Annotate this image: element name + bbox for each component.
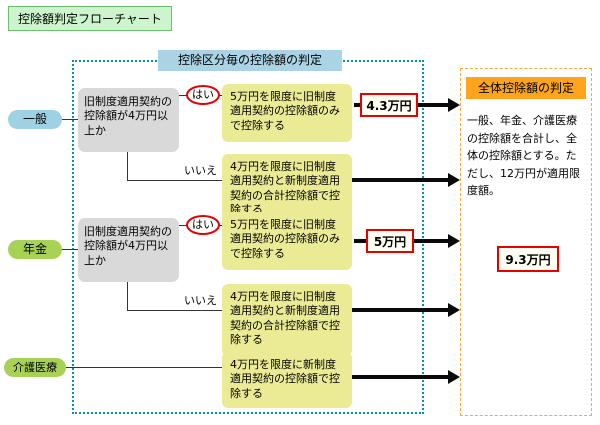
- flow-arrow-head: [448, 98, 460, 112]
- amount-badge: 5万円: [366, 229, 414, 253]
- connector-line: [127, 310, 222, 311]
- flow-section-header: 控除区分毎の控除額の判定: [158, 50, 342, 71]
- amount-badge: 4.3万円: [360, 93, 418, 117]
- connector-line: [127, 282, 128, 311]
- flow-arrow: [352, 178, 448, 182]
- flow-arrow-head: [448, 370, 460, 384]
- page-title: 控除額判定フローチャート: [8, 6, 172, 31]
- category-kaigo-iryo: 介護医療: [4, 358, 66, 377]
- category-ippan: 一般: [8, 110, 62, 129]
- decision-box: 旧制度適用契約の控除額が4万円以上か: [78, 218, 179, 282]
- branch-no-label: いいえ: [184, 164, 217, 177]
- category-nenkin: 年金: [8, 240, 62, 259]
- branch-no-label: いいえ: [184, 294, 217, 307]
- connector-line: [66, 367, 222, 368]
- outcome-box: 5万円を限度に旧制度適用契約の控除額のみで控除する: [222, 212, 352, 270]
- total-amount-badge: 9.3万円: [497, 246, 559, 272]
- connector-line: [62, 119, 78, 120]
- outcome-box: 4万円を限度に新制度適用契約の控除額で控除する: [222, 352, 352, 408]
- summary-section-header: 全体控除額の判定: [466, 77, 586, 99]
- summary-section-border: [460, 68, 592, 416]
- branch-yes-label: はい: [186, 85, 220, 105]
- connector-line: [127, 180, 222, 181]
- flow-arrow-head: [448, 173, 460, 187]
- branch-yes-label: はい: [186, 215, 220, 235]
- flow-arrow: [352, 308, 448, 312]
- flow-arrow-head: [448, 234, 460, 248]
- decision-box: 旧制度適用契約の控除額が4万円以上か: [78, 88, 179, 152]
- flow-arrow-head: [448, 303, 460, 317]
- outcome-box: 5万円を限度に旧制度適用契約の控除額のみで控除する: [222, 84, 352, 142]
- connector-line: [127, 152, 128, 181]
- outcome-box: 4万円を限度に旧制度適用契約と新制度適用契約の合計控除額で控除する: [222, 284, 352, 356]
- connector-line: [62, 249, 78, 250]
- flow-arrow: [352, 375, 448, 379]
- summary-body-text: 一般、年金、介護医療の控除額を合計し、全体の控除額とする。ただし、12万円が適用…: [467, 114, 580, 198]
